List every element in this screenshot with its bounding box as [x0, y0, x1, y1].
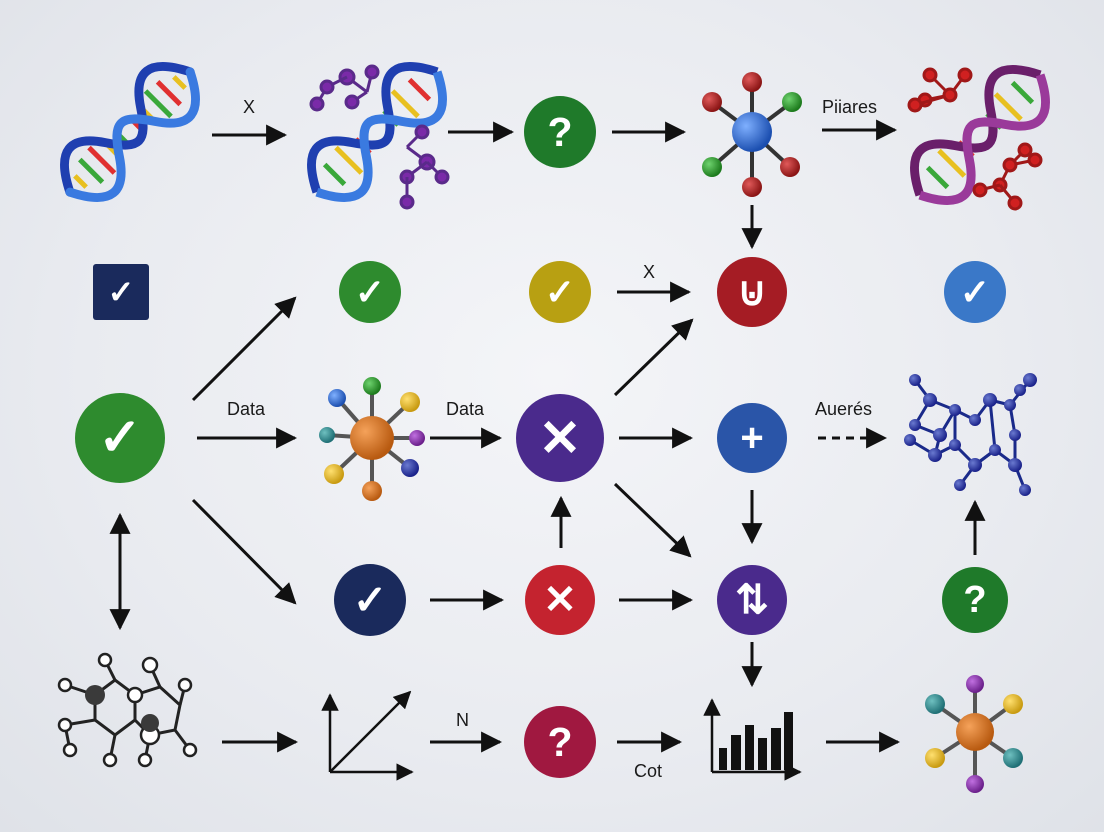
q-green-shape: [942, 567, 1008, 633]
label-n: N: [456, 710, 469, 730]
check-olive-glyph-icon: ✓: [545, 272, 575, 313]
q-crimson-glyph-icon: ?: [547, 719, 572, 765]
line-graph-icon: [321, 690, 414, 781]
check-square-shape: [93, 264, 149, 320]
arrow-big-to-navy: [191, 498, 297, 605]
check-blue-glyph-icon: ✓: [960, 272, 990, 313]
stop-red-shape: [717, 257, 787, 327]
bar: [745, 725, 754, 770]
arrows: [109, 119, 986, 753]
check-big-node: ✓: [75, 393, 165, 483]
label-piiares: Piiares: [822, 97, 877, 117]
label-cot: Cot: [634, 761, 662, 781]
check-olive-shape: [529, 261, 591, 323]
molecule-blue-icon: [702, 72, 802, 197]
bar: [758, 738, 767, 770]
check-big-glyph-icon: ✓: [98, 409, 142, 467]
x-red-shape: [525, 565, 595, 635]
x-red-glyph-icon: ✕: [543, 578, 577, 622]
bar: [719, 748, 727, 770]
check-green-2-node: ✓: [339, 261, 401, 323]
label-x-top: X: [243, 97, 255, 117]
network-icon: [904, 373, 1037, 496]
q-green-glyph-icon: ?: [963, 579, 986, 621]
q-top-node: ?: [524, 96, 596, 168]
plus-blue-shape: [717, 403, 787, 473]
merge-purple-glyph-icon: ⇅: [735, 578, 769, 622]
q-crimson-shape: [524, 706, 596, 778]
stop-red-node: ⊍: [717, 257, 787, 327]
plus-blue-glyph-icon: +: [740, 416, 763, 460]
arrow-x-to-merge: [613, 482, 692, 558]
q-green-node: ?: [942, 567, 1008, 633]
label-aueres: Auerés: [815, 399, 872, 419]
chemical-structure-icon: [57, 652, 198, 768]
label-x-mid: X: [643, 262, 655, 282]
molecule-multicolor-icon: [925, 675, 1023, 793]
merge-purple-node: ⇅: [717, 565, 787, 635]
arrow-big-to-check2: [191, 296, 297, 402]
check-blue-shape: [944, 261, 1006, 323]
merge-purple-shape: [717, 565, 787, 635]
q-crimson-node: ?: [524, 706, 596, 778]
x-purple-shape: [516, 394, 604, 482]
bar-chart-icon: [703, 698, 802, 781]
check-green-2-glyph-icon: ✓: [355, 272, 385, 313]
bar: [771, 728, 781, 770]
bar: [784, 712, 793, 770]
x-purple-glyph-icon: ✕: [539, 410, 582, 467]
molecule-orange-icon: [319, 377, 425, 501]
bar: [731, 735, 741, 770]
arrow-x-to-stop: [613, 318, 694, 397]
dna-with-molecules-icon: [306, 61, 450, 210]
label-data-mid: Data: [446, 399, 485, 419]
stop-red-glyph-icon: ⊍: [737, 270, 766, 314]
q-top-shape: [524, 96, 596, 168]
badge-nodes: ? ✓ ✓ ✓ ⊍ ✓ ✓ ✕ + ✓ ✕ ⇅??: [75, 96, 1008, 778]
q-top-glyph-icon: ?: [547, 109, 572, 155]
x-purple-node: ✕: [516, 394, 604, 482]
arrow-labels: X Piiares X Data Data Auerés N Cot: [227, 97, 877, 781]
check-green-2-shape: [339, 261, 401, 323]
x-red-node: ✕: [525, 565, 595, 635]
check-navy-shape: [334, 564, 406, 636]
dna-with-molecules-icon: [907, 64, 1051, 211]
check-square-glyph-icon: ✓: [108, 274, 135, 310]
check-olive-node: ✓: [529, 261, 591, 323]
check-navy-glyph-icon: ✓: [353, 577, 387, 623]
check-square-node: ✓: [93, 264, 149, 320]
dna-helix-icon: [59, 61, 201, 203]
plus-blue-node: +: [717, 403, 787, 473]
label-data-left: Data: [227, 399, 266, 419]
check-blue-node: ✓: [944, 261, 1006, 323]
check-big-shape: [75, 393, 165, 483]
check-navy-node: ✓: [334, 564, 406, 636]
